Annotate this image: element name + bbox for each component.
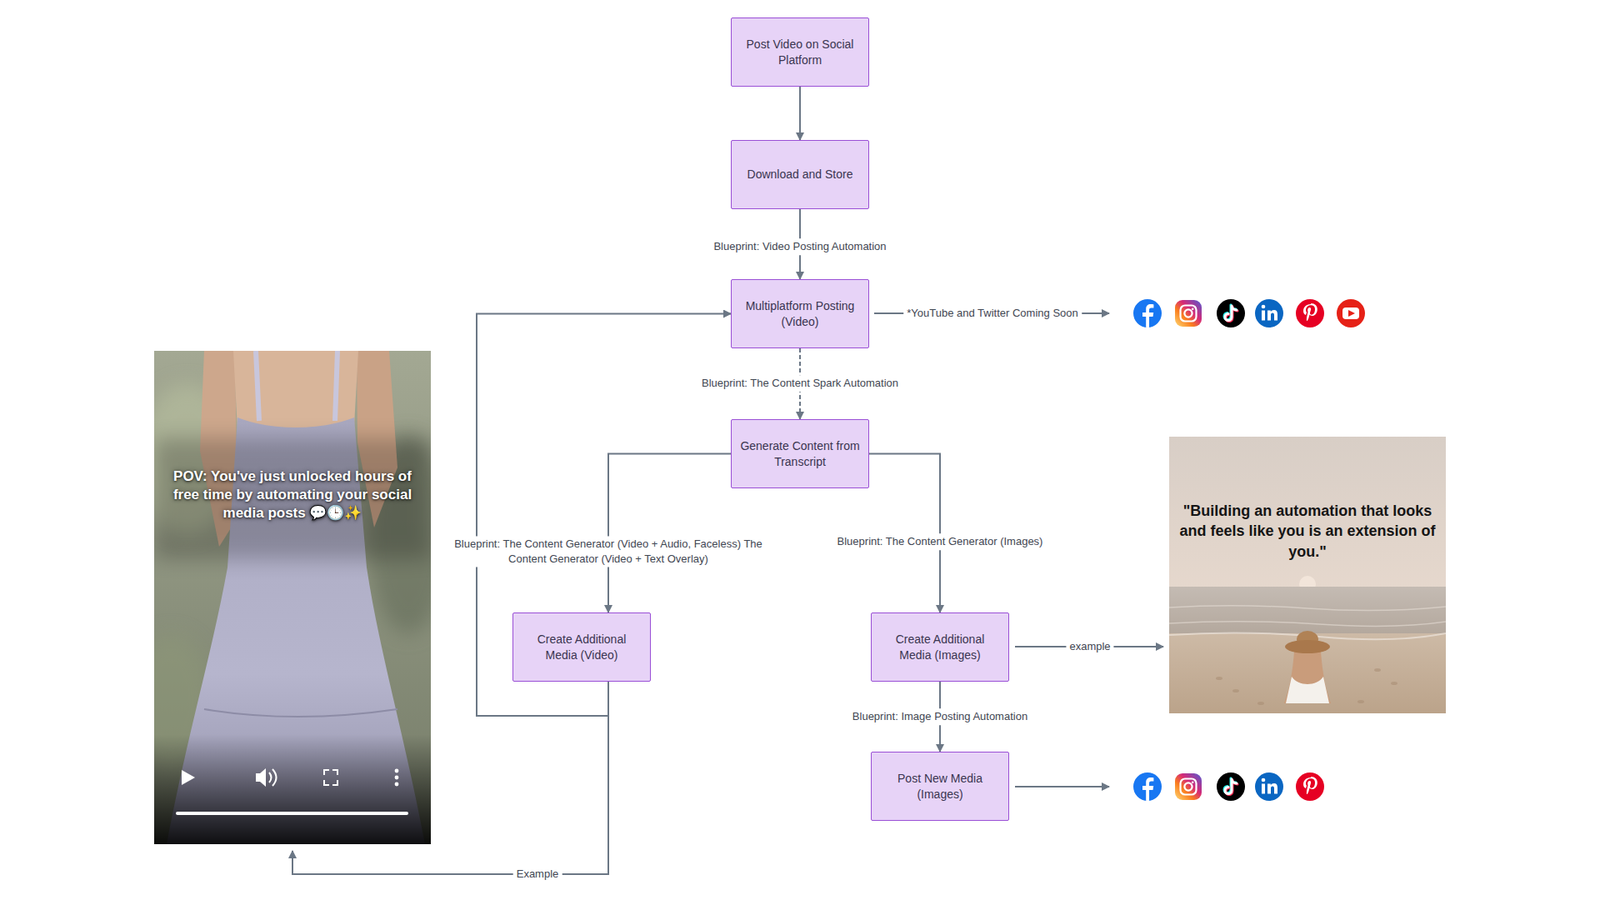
- connector: [799, 86, 801, 140]
- box-text: Create Additional Media (Video): [521, 631, 642, 664]
- image-example: [1169, 436, 1446, 714]
- example-label: Example: [513, 865, 563, 883]
- note-label: *YouTube and Twitter Coming Soon: [903, 305, 1082, 322]
- example-label: example: [1065, 638, 1114, 655]
- process-box: Multiplatform Posting (Video): [730, 279, 870, 349]
- social-icons: [1133, 299, 1365, 328]
- connector-label: Blueprint: The Content Generator (Images…: [834, 533, 1047, 550]
- social-icons: [1133, 772, 1325, 801]
- box-text: Post Video on Social Platform: [740, 36, 860, 69]
- overlay-caption: POV: You've just unlocked hours of free …: [168, 466, 417, 524]
- quote-text: "Building an automation that looks and f…: [1170, 500, 1445, 563]
- connector-label: Blueprint: The Content Spark Automation: [698, 375, 902, 392]
- connector-label: Blueprint: Video Posting Automation: [710, 238, 890, 255]
- box-text: Create Additional Media (Images): [880, 631, 1000, 664]
- connector: [476, 314, 731, 717]
- process-box: Post New Media (Images): [870, 751, 1010, 821]
- connector-label: Blueprint: Image Posting Automation: [849, 708, 1031, 725]
- process-box: Generate Content from Transcript: [730, 419, 870, 489]
- process-box: Post Video on Social Platform: [730, 17, 870, 87]
- connector: [608, 454, 731, 614]
- process-box: Download and Store: [730, 140, 870, 210]
- box-text: Multiplatform Posting (Video): [740, 298, 860, 330]
- box-text: Download and Store: [747, 166, 854, 183]
- process-box: Create Additional Media (Images): [870, 612, 1010, 682]
- box-text: Generate Content from Transcript: [740, 438, 860, 470]
- video-example: [129, 350, 450, 845]
- process-box: Create Additional Media (Video): [512, 612, 651, 682]
- box-text: Post New Media (Images): [880, 770, 1000, 803]
- connector-label: Blueprint: The Content Generator (Video …: [434, 535, 783, 567]
